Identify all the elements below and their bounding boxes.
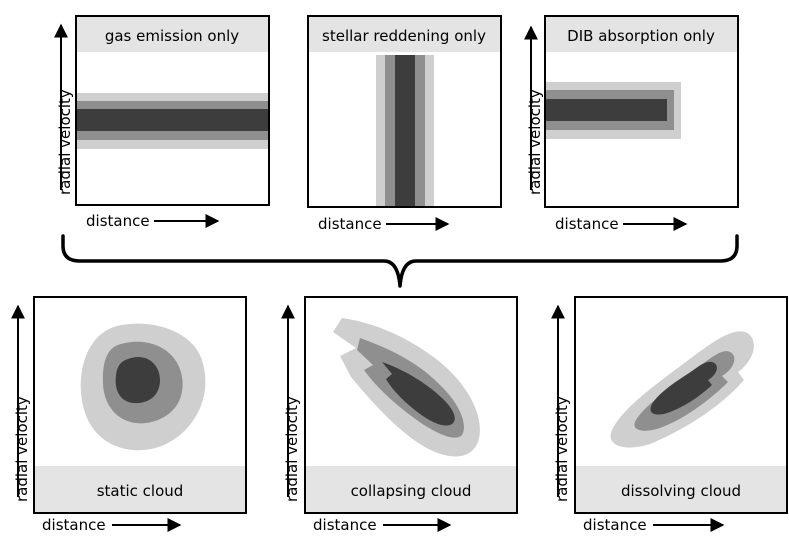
panel-label-band bbox=[545, 16, 738, 52]
y-axis-label: radial velocity bbox=[13, 396, 31, 502]
panel-frame bbox=[307, 15, 502, 208]
panel-frame bbox=[33, 296, 247, 514]
panel-title: stellar reddening only bbox=[322, 27, 486, 45]
panel-collapsing-cloud: collapsing cloud radial velocity distanc… bbox=[281, 296, 518, 534]
cloud-contour-dark bbox=[650, 361, 717, 415]
panel-frame bbox=[304, 296, 518, 514]
x-axis-label: distance bbox=[555, 215, 619, 233]
panel-static-cloud: static cloud radial velocity distance bbox=[11, 296, 247, 534]
panel-stellar-reddening: stellar reddening only distance bbox=[307, 15, 502, 233]
panel-label-band bbox=[76, 16, 269, 52]
panel-gas-emission: gas emission only radial velocity distan… bbox=[54, 15, 270, 230]
y-axis-label: radial velocity bbox=[553, 396, 571, 502]
y-axis-label: radial velocity bbox=[56, 89, 74, 195]
reddening-band-dark bbox=[395, 55, 415, 207]
panel-title: DIB absorption only bbox=[567, 27, 715, 45]
cloud-contour-dark bbox=[382, 362, 455, 426]
x-axis-label: distance bbox=[318, 215, 382, 233]
panel-title: collapsing cloud bbox=[351, 482, 472, 500]
emission-band-dark bbox=[76, 109, 269, 131]
cloud-contour-dark bbox=[115, 356, 160, 404]
x-axis-label: distance bbox=[313, 516, 377, 534]
x-axis-label: distance bbox=[42, 516, 106, 534]
panel-frame bbox=[544, 15, 739, 208]
panel-frame bbox=[574, 296, 788, 514]
panel-label-band bbox=[308, 16, 501, 52]
dib-band-dark bbox=[545, 99, 667, 121]
panel-frame bbox=[75, 15, 270, 206]
panel-title: gas emission only bbox=[105, 27, 239, 45]
panel-label-band bbox=[575, 466, 787, 513]
x-axis-label: distance bbox=[583, 516, 647, 534]
grouping-brace bbox=[61, 234, 739, 288]
y-axis-label: radial velocity bbox=[526, 89, 544, 195]
x-axis-label: distance bbox=[86, 212, 150, 230]
panel-label-band bbox=[305, 466, 517, 513]
panel-dissolving-cloud: dissolving cloud radial velocity distanc… bbox=[551, 296, 788, 534]
y-axis-label: radial velocity bbox=[283, 396, 301, 502]
panel-title: static cloud bbox=[97, 482, 184, 500]
panel-dib-absorption: DIB absorption only radial velocity dist… bbox=[524, 15, 739, 233]
panel-title: dissolving cloud bbox=[621, 482, 741, 500]
panel-label-band bbox=[34, 466, 246, 513]
